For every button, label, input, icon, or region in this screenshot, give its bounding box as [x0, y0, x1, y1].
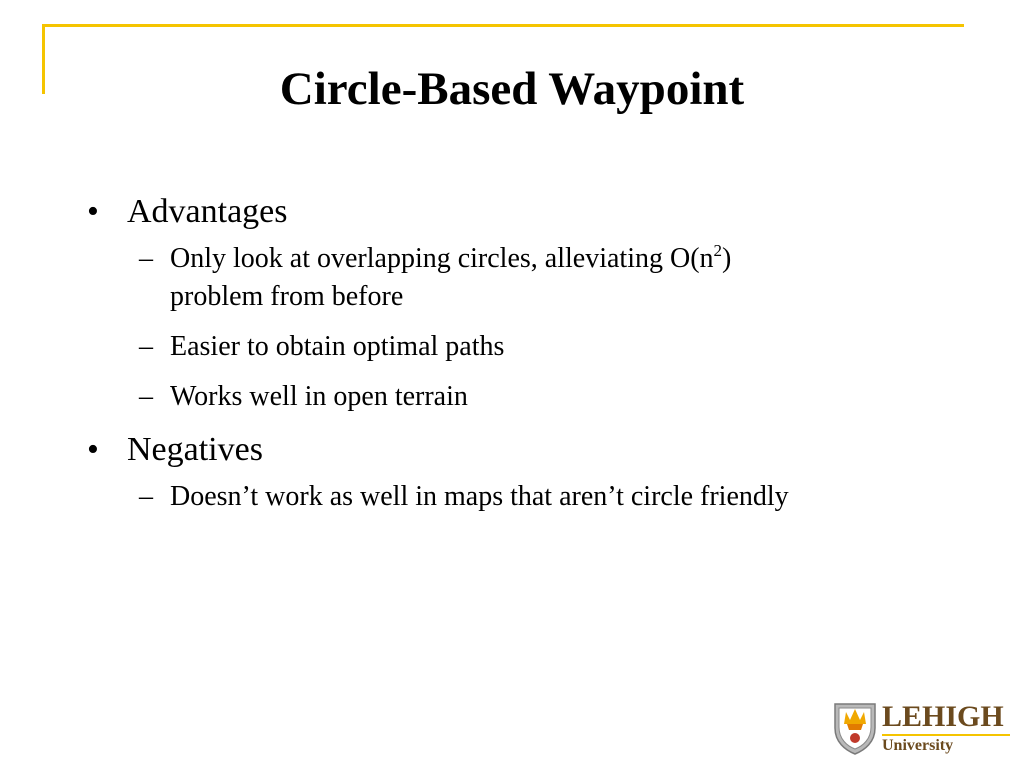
superscript-exponent: 2 — [713, 241, 723, 260]
bullet-heading: Advantages — [127, 193, 288, 230]
bullet-negatives: • Negatives — [85, 428, 985, 472]
sub-bullet-text: Doesn’t work as well in maps that aren’t… — [170, 481, 789, 512]
accent-rule-left — [42, 24, 45, 94]
slide-title: Circle-Based Waypoint — [279, 63, 745, 115]
lehigh-logo: LEHIGH University — [832, 700, 1012, 760]
logo-rule — [882, 734, 1010, 736]
shield-icon — [834, 703, 876, 755]
dash-glyph: – — [139, 381, 153, 412]
sub-bullet-text: Works well in open terrain — [170, 381, 468, 412]
sub-bullet-text-close: ) — [722, 243, 732, 274]
slide-body: • Advantages – Only look at overlapping … — [85, 190, 985, 528]
sub-bullet-circle-friendly: – Doesn’t work as well in maps that aren… — [85, 478, 985, 516]
sub-bullet-text: Easier to obtain optimal paths — [170, 331, 505, 362]
bullet-glyph: • — [87, 193, 99, 230]
logo-subtitle: University — [882, 737, 954, 754]
sub-bullet-text: Only look at overlapping circles, allevi… — [170, 243, 714, 274]
logo-wordmark: LEHIGH — [882, 700, 1004, 733]
sub-bullet-text-line2: problem from before — [170, 281, 404, 312]
sub-bullet-overlapping-circles: – Only look at overlapping circles, alle… — [85, 240, 985, 316]
accent-rule-top — [42, 24, 964, 27]
dash-glyph: – — [139, 243, 153, 274]
bullet-heading: Negatives — [127, 431, 263, 468]
bullet-advantages: • Advantages — [85, 190, 985, 234]
dash-glyph: – — [139, 481, 153, 512]
bullet-glyph: • — [87, 431, 99, 468]
dash-glyph: – — [139, 331, 153, 362]
sub-bullet-optimal-paths: – Easier to obtain optimal paths — [85, 328, 985, 366]
sub-bullet-open-terrain: – Works well in open terrain — [85, 378, 985, 416]
